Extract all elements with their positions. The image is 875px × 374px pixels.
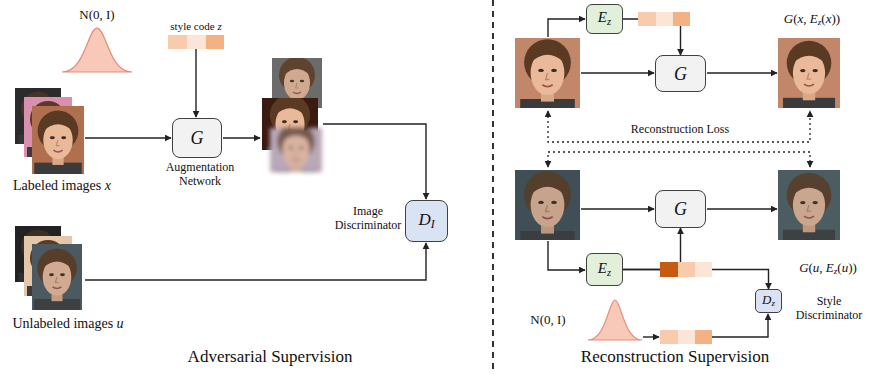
- panel-caption: Adversarial Supervision: [188, 347, 353, 367]
- text-part: x: [105, 178, 111, 193]
- reconstruction-loss-link: [548, 111, 810, 167]
- labeled-image-stack: [15, 88, 84, 176]
- text-part: D: [762, 292, 771, 307]
- text-part: z: [818, 17, 822, 27]
- gaussian-curve: [588, 300, 642, 340]
- panel-divider: [492, 0, 494, 374]
- text-part: z: [217, 20, 221, 32]
- input-label: Unlabeled images u: [12, 316, 123, 332]
- text-part: z: [607, 267, 611, 278]
- text-part: G: [674, 199, 687, 219]
- loss-label: Reconstruction Loss: [631, 123, 729, 137]
- gaussian-curve: [62, 28, 132, 72]
- text-part: Reconstruction Loss: [631, 122, 729, 136]
- discriminator-name: Image Discriminator: [334, 205, 402, 233]
- style-code-label: style code z: [170, 20, 221, 33]
- augmented-image-stack: [262, 57, 322, 183]
- style-encoder-box: Ez: [586, 253, 623, 286]
- text-part: (: [793, 11, 797, 26]
- text-part: Unlabeled images: [12, 316, 116, 331]
- text-part: u: [813, 260, 820, 275]
- text-part: D: [418, 210, 430, 229]
- text-part: N(0, I): [79, 7, 114, 22]
- text-part: Style Discriminator: [796, 294, 863, 322]
- text-part: (: [837, 260, 841, 275]
- text-part: z: [607, 16, 611, 27]
- text-part: Image Discriminator: [335, 204, 402, 232]
- text-part: (: [809, 260, 813, 275]
- node-text: Ez: [598, 10, 611, 27]
- text-part: E: [598, 9, 607, 25]
- reconstructed-image-x: [778, 38, 840, 113]
- node-text: G: [674, 200, 687, 218]
- network-name: Augmentation Network: [158, 161, 242, 189]
- text-part: u: [117, 316, 124, 331]
- distribution-label: N(0, I): [79, 8, 114, 23]
- node-text: G: [191, 129, 204, 147]
- node-text: G: [674, 65, 687, 83]
- text-part: ,: [819, 260, 826, 275]
- reconstructed-image-u: [778, 170, 840, 245]
- style-code-bar: [638, 12, 690, 26]
- text-part: G: [799, 260, 808, 275]
- distribution-label: N(0, I): [530, 313, 565, 328]
- text-part: E: [810, 11, 818, 26]
- discriminator-name: Style Discriminator: [792, 295, 866, 323]
- text-part: x: [798, 11, 804, 26]
- text-part: G: [674, 64, 687, 84]
- node-text: Dz: [762, 293, 775, 308]
- text-part: N(0, I): [530, 312, 565, 327]
- text-part: (: [821, 11, 825, 26]
- style-code-bar: [168, 35, 224, 49]
- text-part: G: [784, 11, 793, 26]
- text-part: Reconstruction Supervision: [581, 347, 769, 366]
- input-label: Labeled images x: [13, 178, 111, 194]
- text-part: I: [431, 217, 435, 231]
- input-image-x: [515, 38, 580, 115]
- image-discriminator-box: DI: [405, 200, 448, 242]
- node-text: DI: [418, 211, 434, 231]
- node-text: Ez: [598, 261, 611, 278]
- generator-box: G: [655, 190, 706, 228]
- flow-arrows: [85, 49, 426, 280]
- text-part: z: [771, 299, 775, 309]
- text-part: E: [826, 260, 834, 275]
- text-part: G: [191, 128, 204, 148]
- text-part: u: [842, 260, 849, 275]
- style-encoder-box: Ez: [586, 4, 623, 34]
- text-part: style code: [170, 20, 217, 32]
- text-part: x: [826, 11, 832, 26]
- text-part: )): [831, 11, 840, 26]
- generator-box: G: [655, 55, 706, 92]
- output-label: G(u, Ez(u)): [799, 261, 857, 277]
- text-part: Adversarial Supervision: [188, 347, 353, 366]
- panel-caption: Reconstruction Supervision: [581, 347, 769, 367]
- text-part: ,: [803, 11, 810, 26]
- sampled-style-bar: [660, 330, 712, 344]
- style-discriminator-box: Dz: [755, 289, 782, 313]
- flow-arrows: [548, 19, 777, 337]
- augmentation-network-box: G: [172, 118, 222, 158]
- output-label: G(x, Ez(x)): [784, 12, 840, 28]
- text-part: E: [598, 260, 607, 276]
- encoded-style-bar: [660, 262, 712, 277]
- text-part: )): [848, 260, 857, 275]
- text-part: Labeled images: [13, 178, 105, 193]
- input-image-u: [515, 170, 580, 247]
- text-part: Augmentation Network: [166, 160, 235, 188]
- unlabeled-image-stack: [15, 226, 82, 312]
- text-part: z: [834, 266, 838, 276]
